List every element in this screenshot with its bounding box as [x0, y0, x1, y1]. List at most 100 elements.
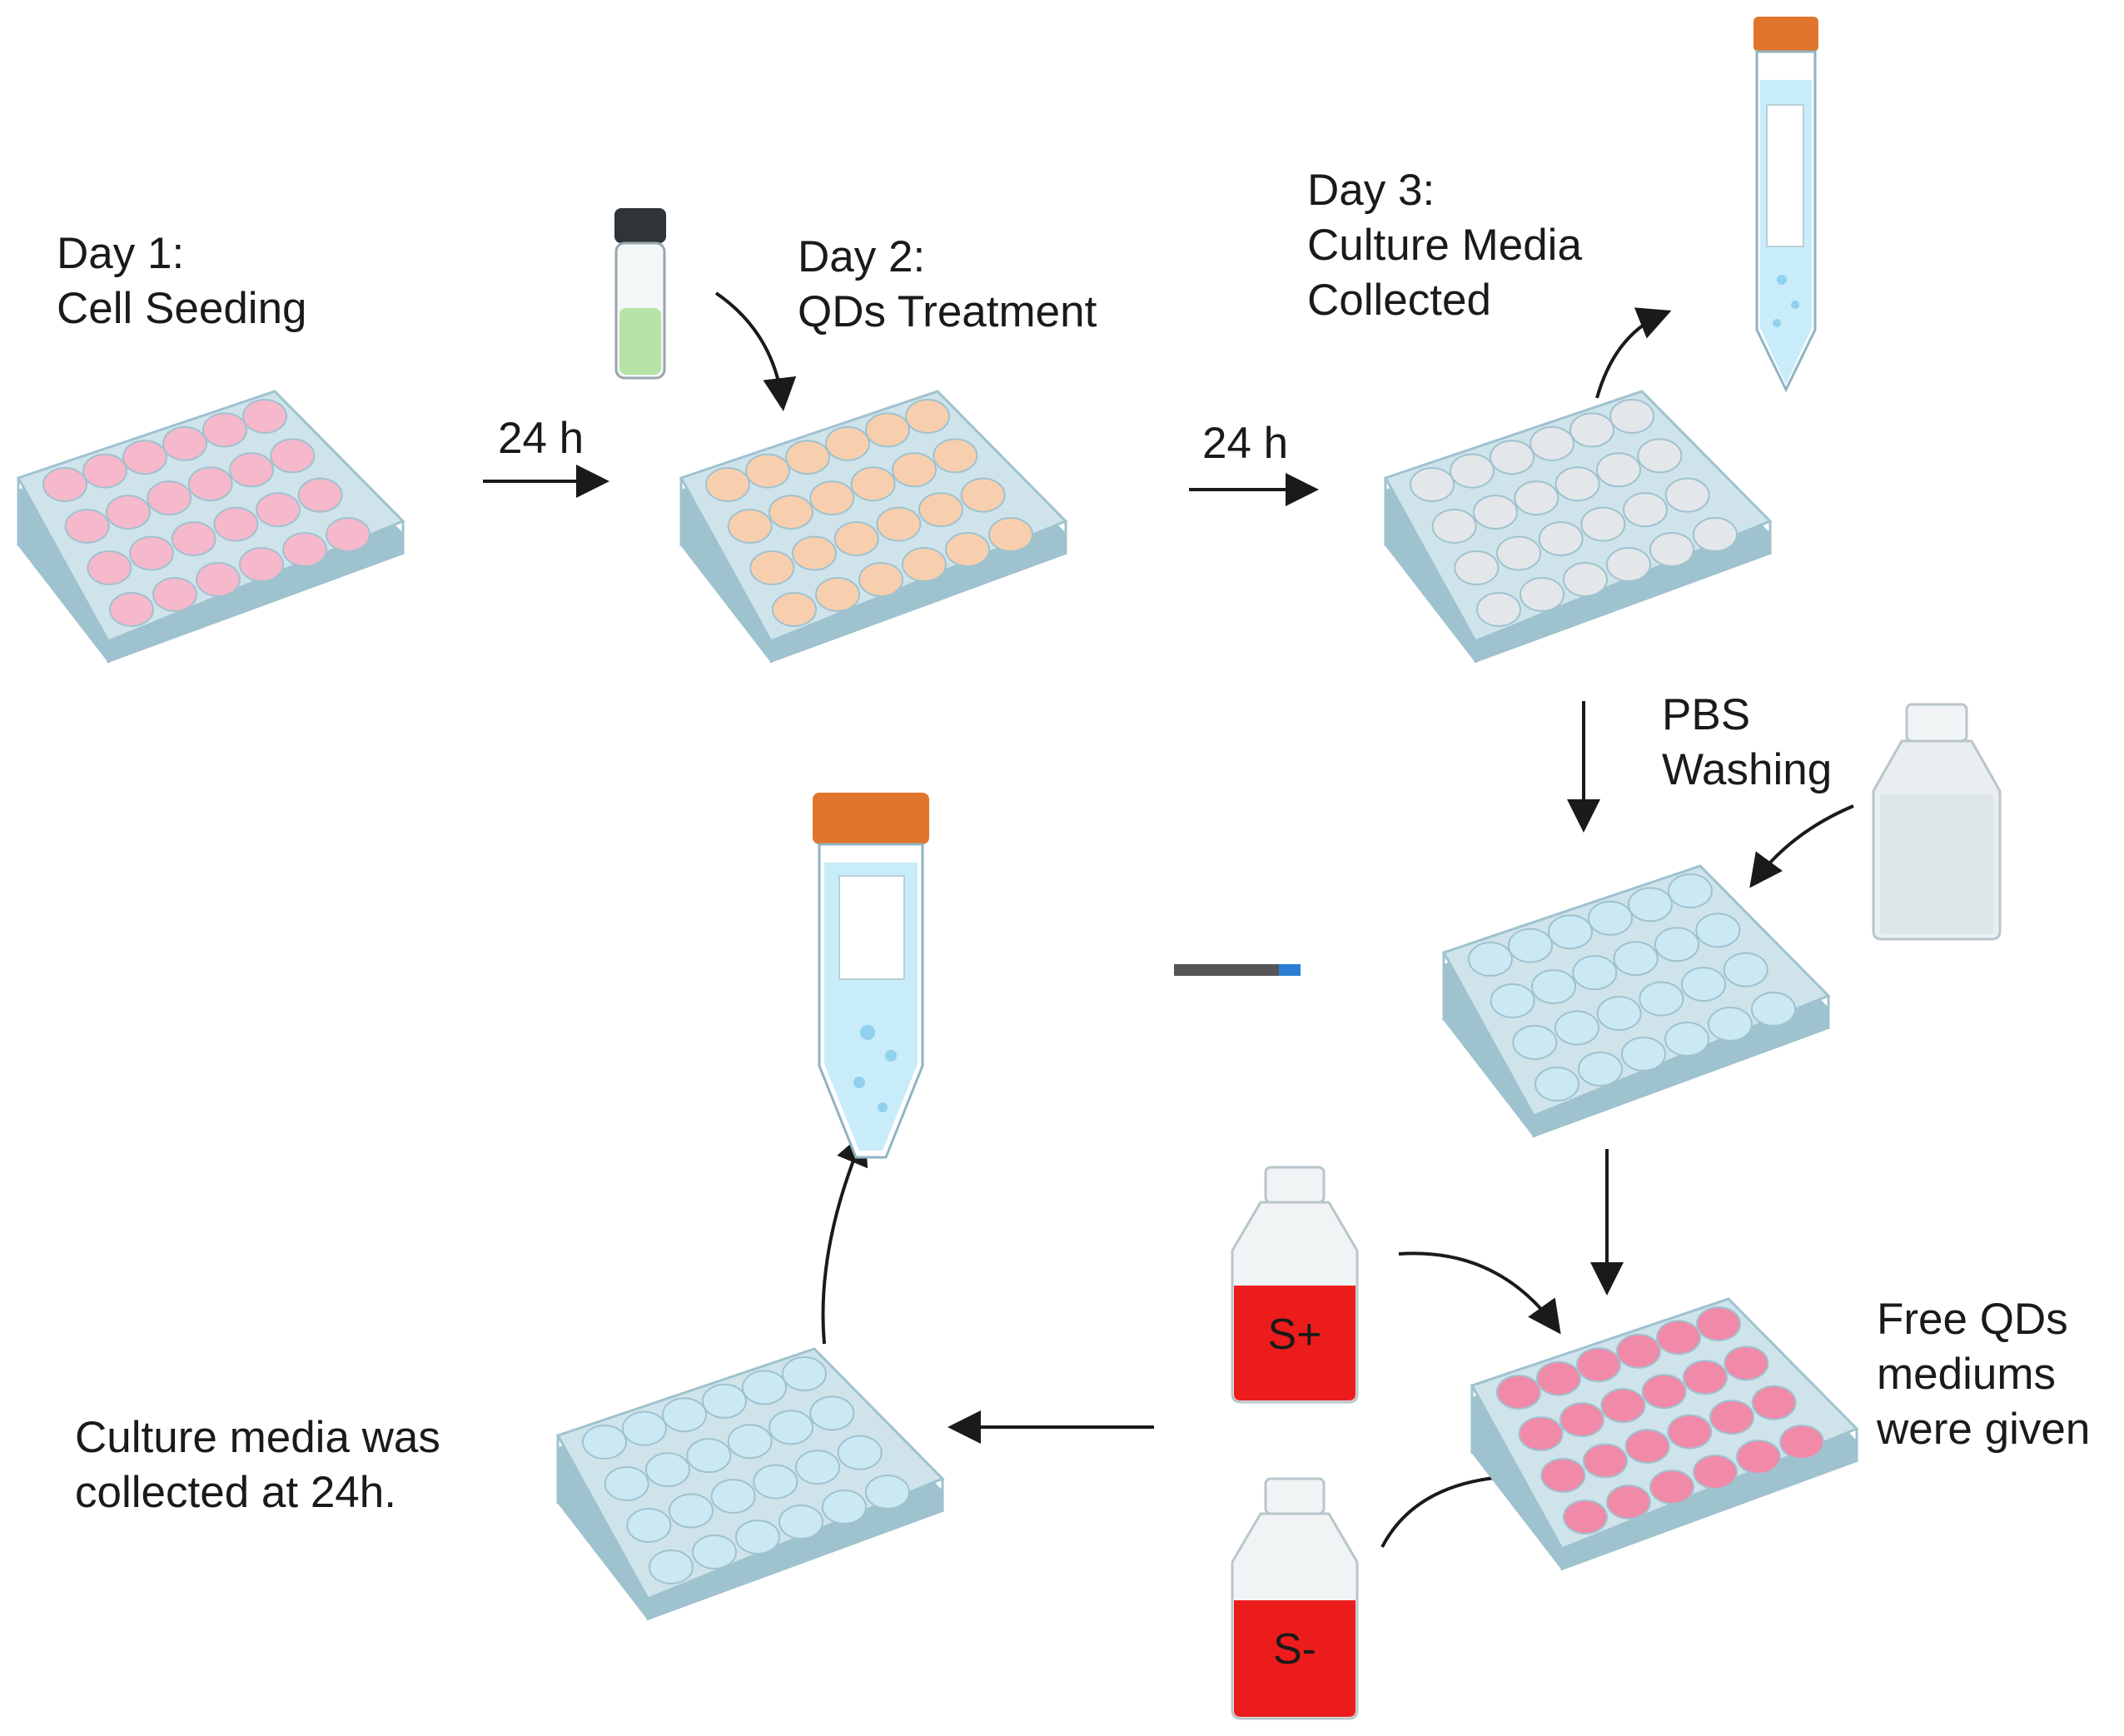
- plate-well: [1724, 1346, 1769, 1381]
- plate-well: [1554, 466, 1600, 502]
- plate-well: [1609, 399, 1654, 434]
- plate-well: [1649, 532, 1694, 567]
- label-day2-line2: QDs Treatment: [798, 287, 1097, 336]
- pbs-bottle-icon: [1872, 703, 2002, 941]
- plate-free-qds: [1470, 1297, 1859, 1570]
- plate-well: [778, 1505, 823, 1540]
- label-day2-line1: Day 2:: [798, 232, 926, 281]
- plate-final: [555, 1347, 945, 1620]
- plate-well: [42, 467, 87, 502]
- plate-well: [152, 577, 197, 612]
- plate-well: [876, 506, 922, 542]
- plate-day1: [16, 390, 405, 663]
- plate-well: [753, 1464, 798, 1500]
- plate-well: [1641, 1374, 1687, 1410]
- plate-well: [1559, 1402, 1604, 1438]
- plate-well: [1683, 1360, 1728, 1395]
- plate-well: [782, 1356, 827, 1391]
- label-pbs-line1: PBS: [1662, 690, 1751, 739]
- plate-well: [933, 438, 978, 474]
- collection-tube-final-icon: [813, 793, 929, 1159]
- plate-well: [109, 592, 154, 627]
- plate-well: [1535, 1067, 1579, 1102]
- label-free-line2: mediums: [1877, 1350, 2057, 1399]
- plate-well: [809, 480, 855, 516]
- plate-well: [785, 440, 830, 475]
- plate-well: [1572, 955, 1618, 991]
- plate-well: [1693, 1455, 1738, 1490]
- plate-well: [815, 577, 860, 612]
- plate-well: [742, 1370, 787, 1405]
- medium-bottle-s-minus-icon: S-: [1231, 1477, 1359, 1720]
- s-plus-medium: [1234, 1286, 1355, 1400]
- plate-well: [1596, 452, 1641, 488]
- plate-well: [1410, 467, 1455, 502]
- plate-well: [825, 425, 870, 461]
- plate-well: [1536, 1360, 1581, 1396]
- label-day1: Day 1: Cell Seeding: [57, 226, 307, 336]
- s-plus-label: S+: [1267, 1311, 1321, 1359]
- plate-well: [1681, 967, 1726, 1002]
- plate-well: [1637, 438, 1683, 474]
- plate-well: [649, 1549, 694, 1584]
- plate-well: [297, 477, 343, 513]
- plate-well: [1563, 1500, 1608, 1535]
- plate-well: [710, 1479, 756, 1515]
- arrow-vial-to-plate: [714, 291, 797, 411]
- vial-liquid: [619, 308, 661, 375]
- plate-well: [1554, 1010, 1599, 1046]
- plate-day3: [1383, 390, 1773, 663]
- label-free-line3: were given: [1877, 1405, 2091, 1454]
- plate-well: [1514, 480, 1559, 516]
- plate-well: [1613, 941, 1659, 977]
- plate-well: [196, 562, 241, 597]
- plate-well: [1709, 1400, 1754, 1435]
- plate-well: [858, 562, 903, 597]
- plate-well: [1624, 1429, 1670, 1465]
- plate-well: [1667, 1414, 1713, 1450]
- plate-well: [1569, 412, 1614, 448]
- plate-well: [604, 1466, 649, 1501]
- plate-well: [64, 509, 110, 544]
- plate-well: [82, 453, 127, 489]
- label-free-line1: Free QDs: [1877, 1295, 2068, 1344]
- plate-well: [1596, 996, 1642, 1032]
- plate-well: [1639, 981, 1684, 1017]
- plate-well: [626, 1508, 672, 1543]
- plate-well: [1668, 873, 1713, 908]
- plate-well: [735, 1520, 780, 1554]
- plate-well: [1695, 913, 1741, 948]
- plate-well: [1779, 1425, 1824, 1460]
- plate-well: [87, 550, 132, 585]
- plate-well: [745, 453, 790, 489]
- plate-well: [727, 509, 773, 544]
- plate-well: [850, 466, 896, 502]
- plate-well: [1490, 440, 1535, 475]
- plate-well: [1606, 1485, 1651, 1520]
- arrow-label-24h-2: 24 h: [1202, 419, 1289, 468]
- label-culture-collected: Culture media was collected at 24h.: [75, 1410, 440, 1520]
- qds-vial-icon: [614, 208, 666, 380]
- plate-well: [1616, 1333, 1661, 1369]
- plate-well: [213, 506, 259, 542]
- plate-well: [582, 1425, 627, 1460]
- plate-well: [809, 1395, 855, 1431]
- plate-well: [1588, 900, 1633, 936]
- plate-well: [1664, 1022, 1709, 1057]
- plate-well: [1693, 517, 1738, 552]
- plate-well: [769, 1410, 813, 1445]
- plate-well: [1548, 914, 1593, 950]
- plate-well: [1538, 521, 1584, 557]
- plate-well: [1621, 1037, 1666, 1072]
- plate-well: [1530, 425, 1574, 461]
- label-day1-line2: Cell Seeding: [57, 284, 307, 333]
- plate-well: [1656, 1320, 1701, 1355]
- plate-well: [1628, 887, 1673, 923]
- scale-bar-icon: [1174, 964, 1301, 976]
- plate-well: [229, 452, 274, 488]
- plate-well: [326, 517, 371, 552]
- medium-bottle-s-plus-icon: S+: [1231, 1166, 1359, 1404]
- plate-well: [270, 438, 316, 474]
- plate-well: [1520, 577, 1564, 612]
